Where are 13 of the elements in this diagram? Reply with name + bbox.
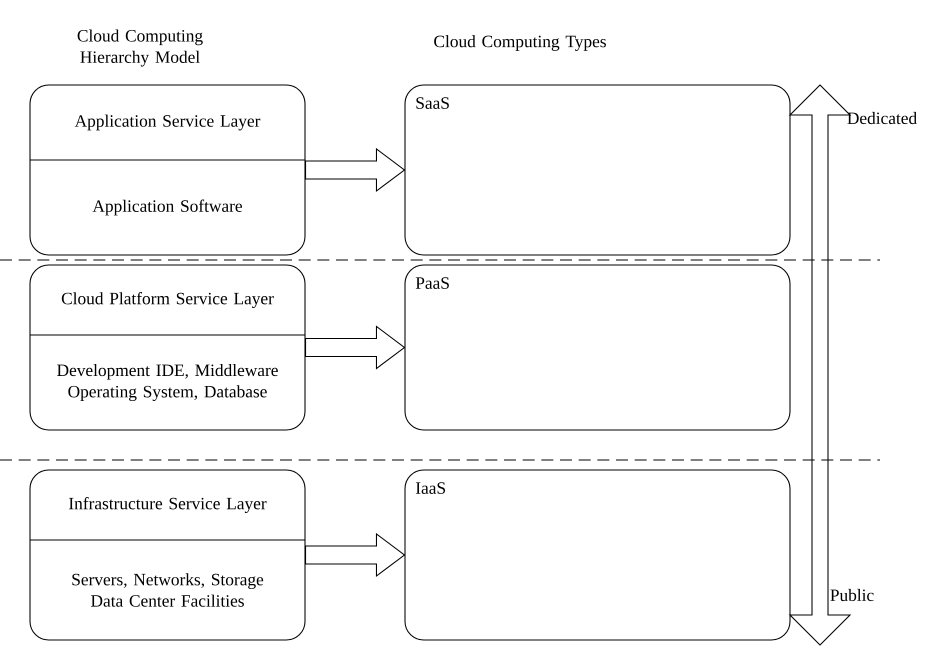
block-arrow xyxy=(305,148,406,192)
column-heading: Cloud Computing Hierarchy Model xyxy=(78,29,203,67)
side-label: Dedicated xyxy=(847,112,917,124)
type-box: SaaS xyxy=(404,84,791,256)
side-label: Public xyxy=(830,588,874,602)
layer-box: Cloud Platform Service Layer Development IDE, Middleware Operating System, Database xyxy=(29,264,306,431)
column-heading: Cloud Computing Types xyxy=(434,35,606,51)
block-arrow xyxy=(305,325,406,370)
block-arrow xyxy=(305,532,406,578)
type-box: IaaS xyxy=(404,469,791,641)
layer-box: Infrastructure Service Layer Servers, Networks, Storage Data Center Facilities xyxy=(29,469,306,641)
layer-box: Application Service Layer Application Software xyxy=(29,84,306,256)
type-box: PaaS xyxy=(404,264,791,431)
